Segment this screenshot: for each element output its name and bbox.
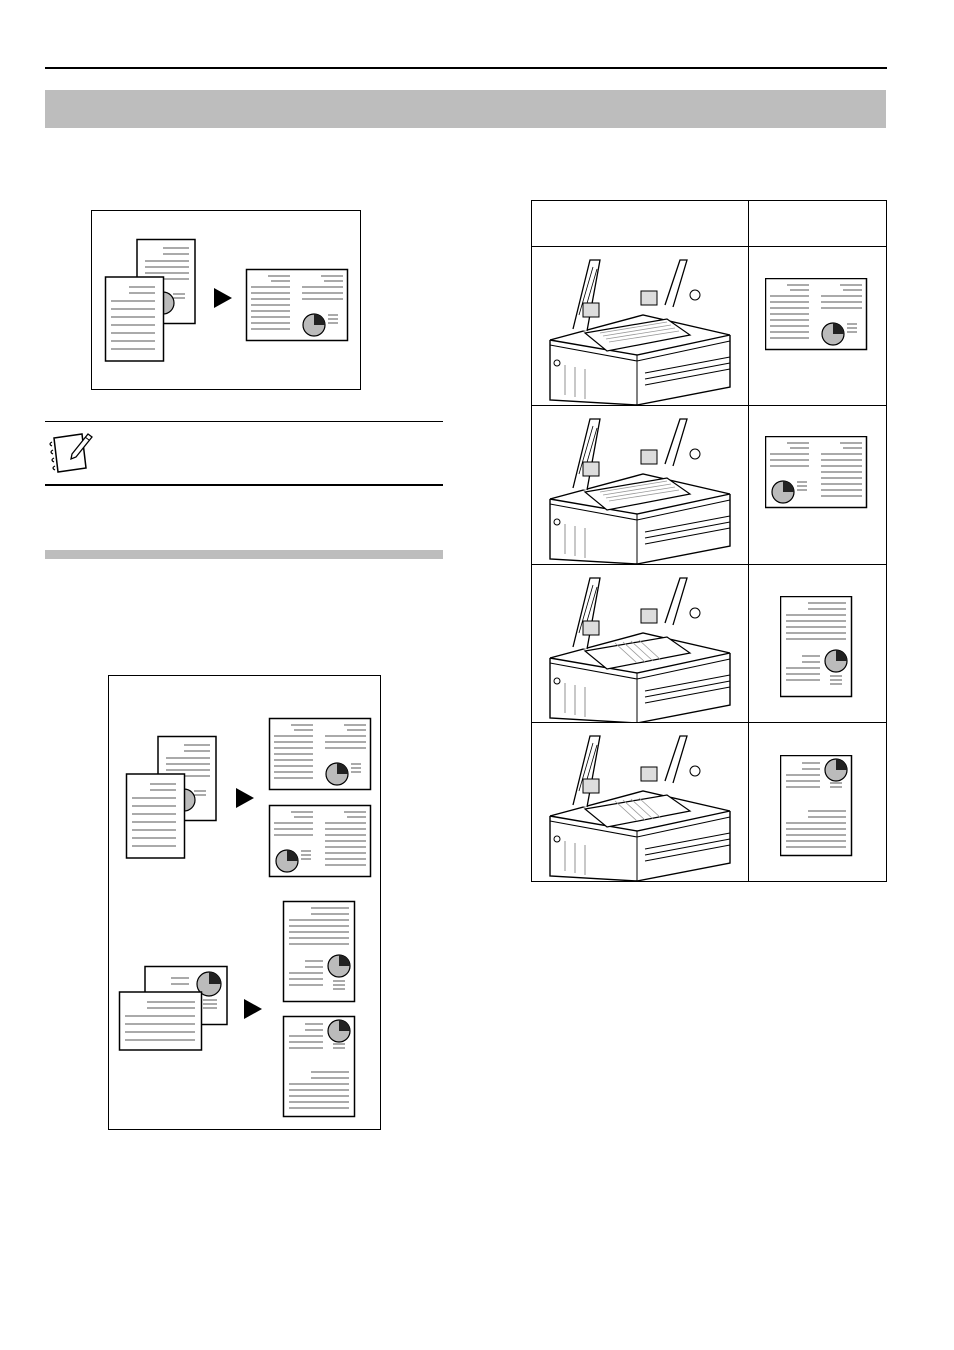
scanner-portrait-bottom — [549, 735, 731, 881]
result-landscape-chart-bottom-right — [765, 278, 868, 351]
note-bottom-rule — [45, 484, 443, 486]
result-landscape-2 — [268, 804, 372, 878]
result-portrait-1 — [282, 900, 356, 1003]
combine-illustration — [104, 238, 349, 362]
table-column-divider — [748, 200, 749, 882]
play-arrow-icon — [244, 999, 262, 1019]
portrait-originals — [125, 735, 217, 859]
orientation-figure — [108, 675, 381, 1130]
table-row-divider — [531, 722, 887, 723]
result-landscape-1 — [268, 717, 372, 791]
result-portrait-2 — [282, 1015, 356, 1118]
play-arrow-icon — [236, 788, 254, 808]
table-header-divider — [531, 246, 887, 247]
landscape-originals — [118, 965, 228, 1051]
table-row-divider — [531, 564, 887, 565]
scanner-landscape-top — [549, 259, 731, 405]
combined-page — [245, 268, 349, 342]
table-row-divider — [531, 405, 887, 406]
combine-figure — [91, 210, 361, 390]
stacked-originals — [104, 238, 196, 362]
note-top-rule — [45, 421, 443, 422]
result-portrait-chart-top — [780, 755, 853, 857]
result-portrait-chart-right — [780, 596, 853, 698]
scanner-portrait-top — [549, 577, 731, 723]
subsection-bar — [45, 550, 443, 559]
scanner-landscape-bottom — [549, 418, 731, 564]
play-arrow-icon — [214, 288, 232, 308]
orientation-illustration — [118, 717, 372, 1118]
notepad-pencil-icon — [46, 428, 96, 478]
section-title-bar — [45, 90, 886, 128]
header-rule — [45, 67, 887, 69]
result-landscape-chart-bottom-left — [765, 436, 868, 509]
orientation-table — [531, 200, 887, 882]
